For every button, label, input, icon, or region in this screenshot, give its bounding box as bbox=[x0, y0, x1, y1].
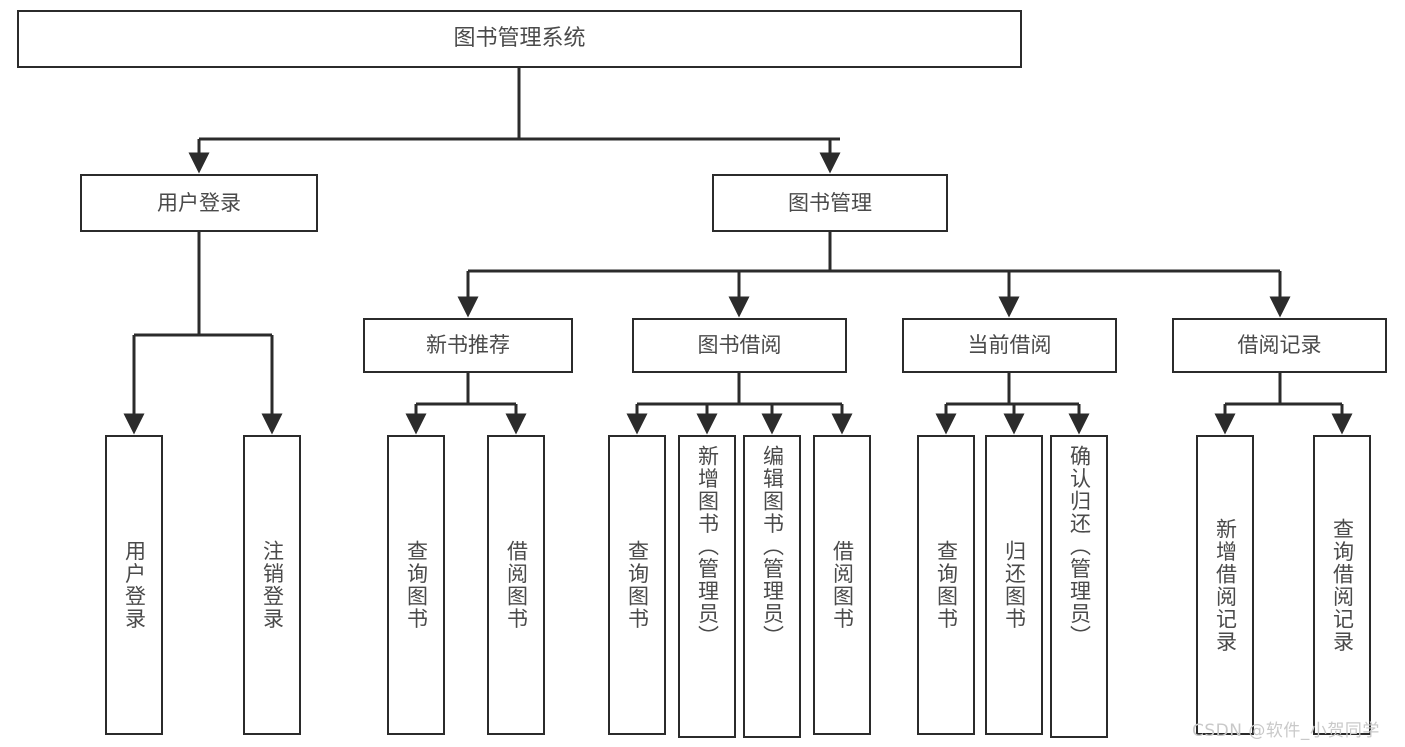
node-leaf-user-login[interactable]: 用户登录 bbox=[105, 435, 163, 735]
node-leaf-confirm-return[interactable]: 确认归还（管理员） bbox=[1050, 435, 1108, 738]
node-current-borrow[interactable]: 当前借阅 bbox=[902, 318, 1117, 373]
node-leaf-query-book-1[interactable]: 查询图书 bbox=[387, 435, 445, 735]
node-leaf-query-book-2-label: 查询图书 bbox=[625, 540, 650, 630]
node-leaf-query-record-label: 查询借阅记录 bbox=[1330, 517, 1355, 653]
node-leaf-return-book-label: 归还图书 bbox=[1002, 540, 1027, 630]
node-book-manage[interactable]: 图书管理 bbox=[712, 174, 948, 232]
node-leaf-query-book-3[interactable]: 查询图书 bbox=[917, 435, 975, 735]
node-leaf-edit-book-label: 编辑图书（管理员） bbox=[760, 445, 785, 648]
node-book-borrow-label: 图书借阅 bbox=[697, 333, 782, 358]
node-new-book-recommend-label: 新书推荐 bbox=[426, 333, 510, 358]
node-leaf-return-book[interactable]: 归还图书 bbox=[985, 435, 1043, 735]
node-user-login[interactable]: 用户登录 bbox=[80, 174, 318, 232]
node-leaf-logout-label: 注销登录 bbox=[260, 540, 285, 630]
node-leaf-add-book-label: 新增图书（管理员） bbox=[695, 445, 720, 648]
node-leaf-query-book-1-label: 查询图书 bbox=[404, 540, 429, 630]
node-leaf-borrow-book-1-label: 借阅图书 bbox=[504, 540, 529, 630]
node-leaf-borrow-book-2-label: 借阅图书 bbox=[830, 540, 855, 630]
node-borrow-record[interactable]: 借阅记录 bbox=[1172, 318, 1387, 373]
node-user-login-label: 用户登录 bbox=[157, 190, 241, 215]
node-book-borrow[interactable]: 图书借阅 bbox=[632, 318, 847, 373]
node-leaf-add-book[interactable]: 新增图书（管理员） bbox=[678, 435, 736, 738]
node-leaf-query-book-2[interactable]: 查询图书 bbox=[608, 435, 666, 735]
csdn-watermark: CSDN @软件_小贺同学 bbox=[1192, 721, 1380, 741]
node-root-label: 图书管理系统 bbox=[453, 26, 586, 52]
node-root[interactable]: 图书管理系统 bbox=[17, 10, 1022, 68]
node-leaf-logout[interactable]: 注销登录 bbox=[243, 435, 301, 735]
node-leaf-add-record-label: 新增借阅记录 bbox=[1213, 517, 1238, 653]
node-leaf-add-record[interactable]: 新增借阅记录 bbox=[1196, 435, 1254, 735]
node-borrow-record-label: 借阅记录 bbox=[1237, 333, 1322, 358]
node-new-book-recommend[interactable]: 新书推荐 bbox=[363, 318, 573, 373]
node-leaf-query-record[interactable]: 查询借阅记录 bbox=[1313, 435, 1371, 735]
node-leaf-edit-book[interactable]: 编辑图书（管理员） bbox=[743, 435, 801, 738]
node-book-manage-label: 图书管理 bbox=[788, 190, 872, 215]
node-leaf-query-book-3-label: 查询图书 bbox=[934, 540, 959, 630]
node-leaf-borrow-book-1[interactable]: 借阅图书 bbox=[487, 435, 545, 735]
node-leaf-borrow-book-2[interactable]: 借阅图书 bbox=[813, 435, 871, 735]
node-leaf-user-login-label: 用户登录 bbox=[122, 540, 147, 630]
node-current-borrow-label: 当前借阅 bbox=[967, 333, 1052, 358]
node-leaf-confirm-return-label: 确认归还（管理员） bbox=[1067, 445, 1092, 648]
